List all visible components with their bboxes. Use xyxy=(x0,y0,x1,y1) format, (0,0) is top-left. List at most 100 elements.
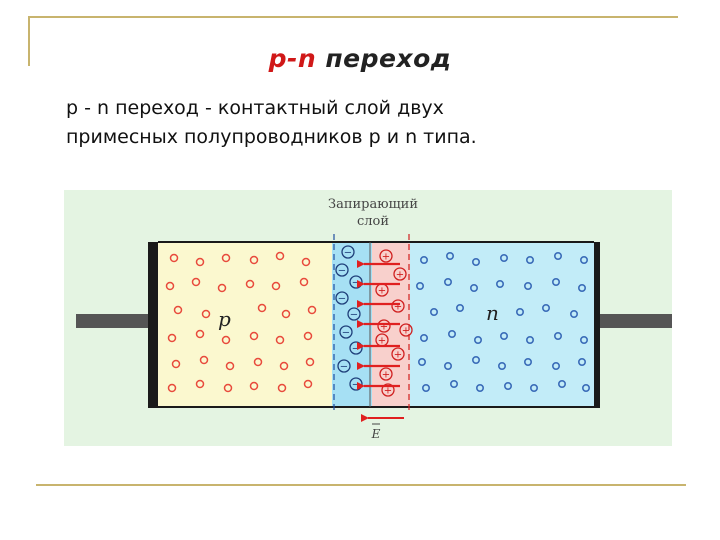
electron xyxy=(569,310,578,319)
electron xyxy=(503,382,512,391)
electron xyxy=(579,336,588,345)
electron xyxy=(415,282,424,291)
depletion-label-line-2: слой xyxy=(357,214,389,229)
hole xyxy=(279,361,289,371)
electron xyxy=(445,251,454,260)
hole xyxy=(275,335,285,345)
electron xyxy=(523,282,532,291)
svg-text:+: + xyxy=(378,286,386,297)
hole xyxy=(281,309,291,319)
description-line-2: примесных полупроводников p и n типа. xyxy=(66,126,477,148)
left-electrode xyxy=(148,242,158,408)
electron xyxy=(475,384,484,393)
hole xyxy=(305,357,315,367)
title-pn: p-n xyxy=(268,44,317,73)
positive-ion-icon: + xyxy=(379,367,393,381)
electron xyxy=(529,384,538,393)
positive-ion-icon: + xyxy=(375,283,389,297)
svg-text:−: − xyxy=(352,278,360,289)
svg-text:−: − xyxy=(344,248,352,259)
slide-description: p - n переход - контактный слой двух при… xyxy=(66,94,666,152)
positive-ion-icon: + xyxy=(379,249,393,263)
hole xyxy=(167,333,177,343)
hole xyxy=(225,361,235,371)
hole xyxy=(217,283,227,293)
slide-title: p-n переход xyxy=(0,44,720,73)
hole xyxy=(195,257,205,267)
negative-ion-icon: − xyxy=(347,307,361,321)
hole xyxy=(167,383,177,393)
positive-ion-icon: + xyxy=(391,347,405,361)
svg-text:−: − xyxy=(342,328,350,339)
electron xyxy=(455,304,464,313)
electron xyxy=(581,384,590,393)
electron xyxy=(421,384,430,393)
negative-ion-icon: − xyxy=(335,291,349,305)
svg-text:−: − xyxy=(338,294,346,305)
hole xyxy=(165,281,175,291)
positive-ions-group: ++++++++++ xyxy=(375,249,413,397)
hole xyxy=(221,335,231,345)
negative-ions-group: −−−−−−−−− xyxy=(335,245,363,391)
electron xyxy=(497,362,506,371)
electron xyxy=(499,254,508,263)
svg-text:+: + xyxy=(380,322,388,333)
frame-left-line xyxy=(28,16,30,66)
electron xyxy=(443,362,452,371)
right-wire xyxy=(598,314,672,328)
electron xyxy=(551,362,560,371)
electron xyxy=(443,278,452,287)
p-type-label: p xyxy=(218,307,231,331)
hole xyxy=(249,255,259,265)
positive-ion-icon: + xyxy=(377,319,391,333)
holes-group xyxy=(165,251,317,393)
positive-ion-icon: + xyxy=(381,383,395,397)
hole xyxy=(275,251,285,261)
n-region xyxy=(410,242,594,408)
hole xyxy=(277,383,287,393)
electron xyxy=(557,380,566,389)
electron xyxy=(419,256,428,265)
title-junction: переход xyxy=(325,44,452,73)
svg-text:+: + xyxy=(394,302,402,313)
hole xyxy=(221,253,231,263)
electron xyxy=(499,332,508,341)
electrons-group xyxy=(415,251,590,393)
svg-text:+: + xyxy=(382,252,390,263)
depletion-label-line-1: Запирающий xyxy=(328,197,418,212)
electron xyxy=(471,258,480,267)
negative-ion-icon: − xyxy=(339,325,353,339)
electron xyxy=(495,280,504,289)
hole xyxy=(245,279,255,289)
svg-text:+: + xyxy=(394,350,402,361)
electron xyxy=(541,304,550,313)
electron xyxy=(429,308,438,317)
electron xyxy=(515,308,524,317)
hole xyxy=(257,303,267,313)
electron xyxy=(553,332,562,341)
svg-text:−: − xyxy=(352,380,360,391)
hole xyxy=(191,277,201,287)
electron xyxy=(577,358,586,367)
hole xyxy=(253,357,263,367)
hole xyxy=(171,359,181,369)
pn-junction-diagram: Запирающий слой p n −−−−−−−−− ++++++++++… xyxy=(64,190,672,446)
electron xyxy=(469,284,478,293)
negative-ion-icon: − xyxy=(335,263,349,277)
svg-text:+: + xyxy=(384,386,392,397)
negative-ion-icon: − xyxy=(349,377,363,391)
right-electrode xyxy=(594,242,600,408)
p-region xyxy=(158,242,332,408)
hole xyxy=(271,281,281,291)
svg-text:+: + xyxy=(402,326,410,337)
field-label: E xyxy=(371,427,381,441)
electron xyxy=(523,358,532,367)
hole xyxy=(199,355,209,365)
electron xyxy=(471,356,480,365)
hole xyxy=(195,329,205,339)
negative-ion-icon: − xyxy=(341,245,355,259)
negative-ion-icon: − xyxy=(337,359,351,373)
electron xyxy=(551,278,560,287)
hole xyxy=(307,305,317,315)
hole xyxy=(173,305,183,315)
